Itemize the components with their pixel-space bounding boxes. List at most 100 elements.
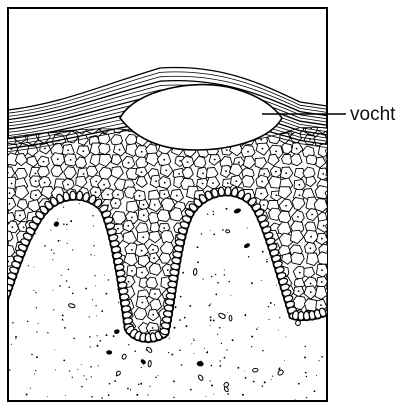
dermis-stipple bbox=[222, 229, 224, 231]
dermis-stipple bbox=[31, 354, 33, 356]
dermis-stipple bbox=[90, 346, 91, 347]
dermis-stipple bbox=[69, 370, 70, 371]
dermis-stipple bbox=[92, 215, 93, 216]
dermis-stipple bbox=[262, 385, 264, 387]
dermis-stipple bbox=[242, 394, 244, 396]
cell-nucleus bbox=[35, 180, 37, 182]
dermis-stipple bbox=[67, 229, 68, 230]
dermis-stipple bbox=[184, 317, 186, 319]
dermis-stipple bbox=[173, 397, 174, 398]
cell-nucleus bbox=[178, 173, 180, 175]
dermis-stipple bbox=[197, 261, 199, 263]
dermis-stipple bbox=[305, 372, 307, 374]
dermis-stipple bbox=[81, 386, 83, 388]
cell-nucleus bbox=[331, 225, 333, 227]
cell-nucleus bbox=[167, 269, 169, 271]
dermis-stipple bbox=[225, 314, 226, 315]
dermis-stipple bbox=[201, 233, 202, 234]
dermis-stipple bbox=[279, 317, 280, 318]
dermis-stipple bbox=[269, 319, 270, 320]
dermis-stipple bbox=[286, 336, 287, 337]
dermis-stipple bbox=[136, 394, 138, 396]
cell-nucleus bbox=[143, 204, 145, 206]
dermis-stipple bbox=[193, 339, 194, 340]
cell-nucleus bbox=[44, 148, 46, 150]
dermis-stipple bbox=[212, 211, 213, 212]
dermis-stipple bbox=[117, 289, 119, 291]
dermis-stipple bbox=[244, 315, 246, 317]
cell-nucleus bbox=[262, 148, 264, 150]
dermis-stipple bbox=[226, 208, 228, 210]
dermis-stipple bbox=[85, 288, 87, 290]
cell-nucleus bbox=[299, 272, 301, 274]
dermis-stipple bbox=[55, 350, 56, 351]
dermis-stipple bbox=[278, 368, 280, 370]
dermis-stipple bbox=[64, 327, 66, 329]
dermis-stipple bbox=[34, 233, 35, 234]
dermis-stipple bbox=[12, 322, 14, 324]
dermis-stipple bbox=[217, 334, 218, 335]
dermis-stipple bbox=[101, 397, 103, 399]
dermis-stipple bbox=[210, 325, 211, 326]
cell-nucleus bbox=[235, 180, 237, 182]
cell-nucleus bbox=[214, 159, 216, 161]
cell-nucleus bbox=[321, 269, 323, 271]
cell-nucleus bbox=[82, 150, 84, 152]
dermis-stipple bbox=[44, 245, 46, 247]
dermis-stipple bbox=[38, 323, 39, 324]
epidermis-cell bbox=[329, 235, 340, 245]
epidermis-cell bbox=[326, 310, 337, 321]
dermis-stipple bbox=[84, 375, 85, 376]
cell-nucleus bbox=[154, 204, 156, 206]
epidermis-cell bbox=[278, 211, 291, 223]
dermis-stipple bbox=[224, 274, 226, 276]
cell-nucleus bbox=[332, 249, 334, 251]
dermis-stipple bbox=[266, 261, 268, 263]
cell-nucleus bbox=[131, 249, 133, 251]
dermis-stipple bbox=[210, 304, 211, 305]
dermis-stipple bbox=[206, 396, 207, 397]
dermis-stipple bbox=[193, 338, 194, 339]
dermis-stipple bbox=[135, 350, 137, 352]
dermis-stipple bbox=[202, 278, 203, 279]
cell-nucleus bbox=[35, 173, 37, 175]
dermis-stipple bbox=[227, 393, 229, 395]
dermis-stipple bbox=[68, 287, 70, 289]
cell-nucleus bbox=[311, 214, 313, 216]
cell-nucleus bbox=[226, 149, 228, 151]
dermis-stipple bbox=[15, 336, 17, 338]
dermis-stipple bbox=[65, 395, 66, 396]
dermis-stipple bbox=[91, 376, 92, 377]
dermis-stipple bbox=[90, 366, 92, 368]
dermis-stipple bbox=[58, 240, 60, 242]
dermis-stipple bbox=[98, 365, 99, 366]
cell-nucleus bbox=[321, 238, 323, 240]
cell-nucleus bbox=[19, 215, 21, 217]
dermis-stipple bbox=[215, 274, 216, 275]
dermis-cell bbox=[107, 351, 112, 355]
dermis-stipple bbox=[221, 343, 222, 344]
epidermis-cell bbox=[318, 144, 331, 158]
dermis-stipple bbox=[269, 258, 270, 259]
cell-nucleus bbox=[260, 193, 262, 195]
dermis-stipple bbox=[94, 255, 95, 256]
dermis-stipple bbox=[158, 375, 159, 376]
cell-nucleus bbox=[152, 314, 154, 316]
dermis-stipple bbox=[59, 285, 61, 287]
cell-nucleus bbox=[163, 159, 165, 161]
dermis-stipple bbox=[63, 207, 64, 208]
dermis-stipple bbox=[93, 225, 94, 226]
cell-nucleus bbox=[119, 149, 121, 151]
dermis-stipple bbox=[209, 305, 211, 307]
epidermis-cell bbox=[159, 253, 171, 263]
dermis-stipple bbox=[47, 396, 48, 397]
dermis-stipple bbox=[251, 282, 253, 284]
cell-nucleus bbox=[155, 180, 157, 182]
dermis-stipple bbox=[261, 280, 262, 281]
dermis-stipple bbox=[210, 316, 212, 318]
dermis-stipple bbox=[274, 304, 275, 305]
dermis-stipple bbox=[127, 388, 129, 390]
dermis-stipple bbox=[227, 312, 228, 313]
cell-nucleus bbox=[141, 171, 143, 173]
